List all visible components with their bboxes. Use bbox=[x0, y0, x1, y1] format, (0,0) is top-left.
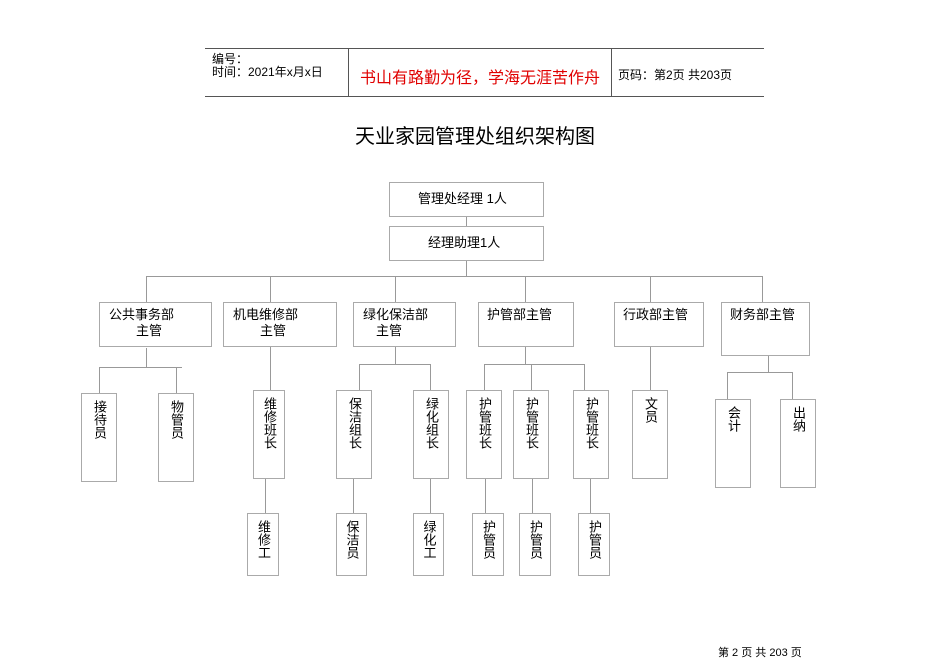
worker-label: 护管员 bbox=[587, 520, 602, 559]
staff-label: 保洁组长 bbox=[347, 397, 362, 449]
serial-label: 编号： bbox=[212, 52, 249, 66]
department-label: 护管部主管 bbox=[487, 307, 553, 322]
connector bbox=[176, 367, 177, 393]
worker-box: 绿化工 bbox=[413, 513, 444, 576]
staff-box: 文员 bbox=[632, 390, 668, 479]
department-box: 行政部主管 bbox=[614, 302, 704, 347]
connector bbox=[590, 478, 591, 513]
motto: 书山有路勤为径，学海无涯苦作舟 bbox=[359, 70, 600, 87]
connector bbox=[466, 216, 467, 226]
staff-box: 护管班长 bbox=[466, 390, 502, 479]
header-top-rule bbox=[205, 48, 764, 49]
worker-box: 护管员 bbox=[472, 513, 504, 576]
connector bbox=[650, 276, 651, 302]
department-label: 财务部主管 bbox=[730, 307, 796, 322]
staff-box: 护管班长 bbox=[573, 390, 609, 479]
staff-box: 会计 bbox=[715, 399, 751, 488]
staff-box: 物管员 bbox=[158, 393, 194, 482]
connector bbox=[146, 276, 763, 277]
department-label: 主管 bbox=[136, 323, 163, 338]
connector bbox=[99, 367, 100, 393]
staff-label: 会计 bbox=[726, 406, 741, 432]
worker-label: 护管员 bbox=[481, 520, 496, 559]
staff-label: 护管班长 bbox=[524, 397, 539, 449]
connector bbox=[99, 367, 182, 368]
connector bbox=[532, 478, 533, 513]
worker-box: 护管员 bbox=[519, 513, 551, 576]
connector bbox=[525, 276, 526, 302]
assistant-box: 经理助理1人 bbox=[389, 226, 544, 261]
department-label: 主管 bbox=[260, 323, 287, 338]
worker-box: 护管员 bbox=[578, 513, 610, 576]
connector bbox=[270, 276, 271, 302]
connector bbox=[359, 364, 360, 390]
department-label: 主管 bbox=[376, 323, 403, 338]
page-info: 页码：第2页 共203页 bbox=[618, 68, 733, 82]
connector bbox=[484, 364, 585, 365]
worker-label: 绿化工 bbox=[421, 520, 437, 559]
staff-box: 保洁组长 bbox=[336, 390, 372, 479]
staff-box: 接待员 bbox=[81, 393, 117, 482]
connector bbox=[792, 372, 793, 399]
connector bbox=[525, 346, 526, 364]
staff-label: 物管员 bbox=[169, 400, 184, 439]
connector bbox=[484, 364, 485, 390]
staff-label: 绿化组长 bbox=[424, 397, 439, 449]
assistant-label: 经理助理1人 bbox=[428, 235, 501, 250]
footer-page-number: 第 2 页 共 203 页 bbox=[718, 647, 802, 659]
page-title: 天业家园管理处组织架构图 bbox=[355, 126, 595, 148]
date-label: 时间：2021年x月x日 bbox=[212, 65, 323, 79]
header-bottom-rule bbox=[205, 96, 764, 97]
staff-label: 文员 bbox=[643, 397, 658, 423]
department-label: 公共事务部 bbox=[109, 307, 175, 322]
connector bbox=[485, 478, 486, 513]
department-box: 财务部主管 bbox=[721, 302, 810, 356]
connector bbox=[395, 346, 396, 364]
connector bbox=[531, 364, 532, 390]
connector bbox=[265, 478, 266, 513]
connector bbox=[466, 260, 467, 276]
connector bbox=[270, 346, 271, 390]
staff-box: 出纳 bbox=[780, 399, 816, 488]
manager-box: 管理处经理 1人 bbox=[389, 182, 544, 217]
connector bbox=[768, 355, 769, 372]
connector bbox=[584, 364, 585, 390]
connector bbox=[395, 276, 396, 302]
staff-label: 护管班长 bbox=[584, 397, 599, 449]
connector bbox=[430, 364, 431, 390]
staff-box: 护管班长 bbox=[513, 390, 549, 479]
connector bbox=[146, 276, 147, 302]
staff-box: 绿化组长 bbox=[413, 390, 449, 479]
worker-label: 维修工 bbox=[256, 520, 271, 559]
manager-label: 管理处经理 1人 bbox=[418, 191, 507, 206]
connector bbox=[353, 478, 354, 513]
connector bbox=[146, 348, 147, 367]
department-label: 绿化保洁部 bbox=[363, 307, 429, 322]
department-box: 护管部主管 bbox=[478, 302, 574, 347]
department-label: 机电维修部 bbox=[233, 307, 299, 322]
connector bbox=[727, 372, 728, 399]
connector bbox=[359, 364, 431, 365]
connector bbox=[727, 372, 793, 373]
staff-label: 接待员 bbox=[92, 400, 107, 439]
staff-label: 出纳 bbox=[791, 406, 806, 432]
header-divider bbox=[348, 48, 349, 96]
worker-label: 护管员 bbox=[528, 520, 543, 559]
worker-label: 保洁员 bbox=[344, 520, 360, 559]
worker-box: 维修工 bbox=[247, 513, 279, 576]
worker-box: 保洁员 bbox=[336, 513, 367, 576]
department-box: 绿化保洁部主管 bbox=[353, 302, 456, 347]
staff-box: 维修班长 bbox=[253, 390, 285, 479]
connector bbox=[762, 276, 763, 302]
department-box: 公共事务部主管 bbox=[99, 302, 212, 347]
staff-label: 维修班长 bbox=[262, 397, 277, 449]
staff-label: 护管班长 bbox=[477, 397, 492, 449]
header-divider bbox=[611, 48, 612, 96]
connector bbox=[430, 478, 431, 513]
department-box: 机电维修部主管 bbox=[223, 302, 337, 347]
connector bbox=[650, 346, 651, 390]
department-label: 行政部主管 bbox=[623, 307, 689, 322]
